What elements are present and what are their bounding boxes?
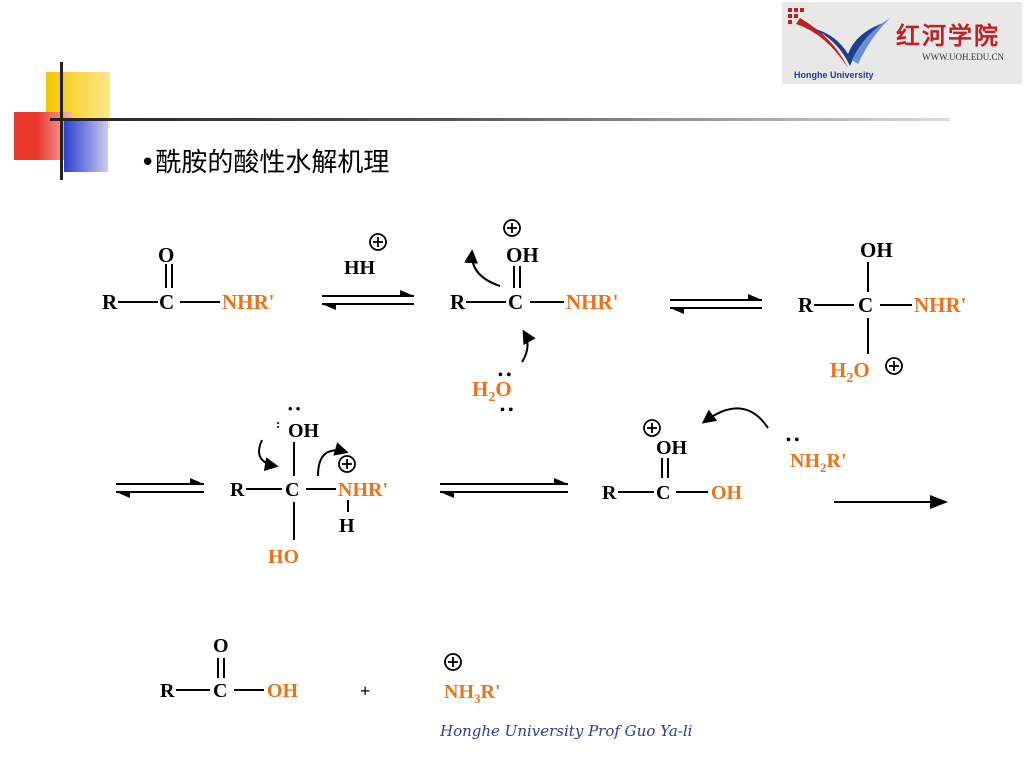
deco-horizontal-line (50, 118, 950, 121)
carboxylic-acid-product: O R C OH (160, 635, 299, 702)
hydroxyl-label: OH (656, 437, 688, 459)
attack-arrow-icon (521, 329, 536, 363)
hydrogen-label: H (339, 515, 355, 537)
lone-pair-icon: • • (498, 368, 511, 383)
hydroxyl-label: OH (267, 680, 299, 702)
electron-arrow-icon (258, 439, 279, 472)
carbon-label: C (285, 479, 299, 501)
protonated-amide: OH R C NHR' • • H2O • • (450, 219, 619, 418)
carbon-label: C (656, 482, 670, 504)
hydroxyl-label: OH (288, 420, 320, 442)
logo-english-name: Honghe University (794, 70, 874, 80)
r-group-label: R (230, 479, 245, 501)
water-label: H2O (472, 377, 512, 405)
page-title: •酰胺的酸性水解机理 (140, 142, 389, 179)
equilibrium-arrow-2 (670, 294, 762, 314)
footer-credit: Honghe University Prof Guo Ya-li (440, 722, 693, 740)
positive-charge-icon (338, 455, 356, 473)
oxygen-label: O (158, 243, 174, 267)
positive-charge-icon (444, 653, 462, 671)
hydrogen-label: HH (344, 257, 376, 279)
plus-sign: + (360, 681, 370, 701)
title-text: 酰胺的酸性水解机理 (155, 148, 390, 178)
title-bullet: • (140, 148, 156, 178)
lone-pair-icon: • • (786, 433, 799, 448)
equilibrium-arrow-1 (322, 290, 414, 310)
deco-blue-block (64, 120, 108, 172)
positive-charge-icon (643, 419, 661, 437)
hydroxyl-label: OH (711, 482, 743, 504)
lone-pair-icon: • • (288, 401, 301, 416)
amine-group-label: NHR' (566, 290, 619, 314)
hydroxyl-label: OH (860, 238, 893, 262)
equilibrium-arrow-4 (440, 478, 568, 498)
amine-group-label: NHR' (338, 479, 388, 501)
hydroxyl-label: HO (268, 546, 299, 568)
electron-arrow-icon (464, 249, 501, 287)
positive-charge-icon (885, 357, 903, 375)
water-label: H2O (830, 358, 870, 386)
ammonium-product: NH3R' (444, 653, 501, 706)
electron-arrow-icon (701, 407, 769, 429)
amine-group-label: NHR' (222, 290, 275, 314)
r-group-label: R (798, 293, 814, 317)
carbon-label: C (858, 293, 873, 317)
carbon-label: C (159, 290, 174, 314)
equilibrium-arrow-3 (116, 478, 204, 498)
protonated-acid: OH R C OH • • NH2R' (602, 407, 847, 504)
amide-reactant: R C O NHR' (102, 243, 275, 314)
r-group-label: R (450, 290, 466, 314)
electron-arrow-icon (317, 442, 349, 477)
forward-arrow (834, 495, 948, 509)
r-group-label: R (602, 482, 617, 504)
logo-chinese-name: 红河学院 (896, 21, 1000, 50)
lone-pair-icon: • • (500, 403, 513, 418)
lone-pair-icon: : (276, 416, 280, 431)
deco-vertical-line (60, 62, 63, 180)
carbon-label: C (213, 680, 227, 702)
hydroxyl-label: OH (506, 243, 539, 267)
tetrahedral-intermediate: OH R C NHR' H2O (798, 238, 967, 386)
amine-leaving-label: NH2R' (790, 450, 847, 475)
r-group-label: R (102, 290, 118, 314)
acid-reagent: HH (344, 233, 387, 279)
positive-charge-icon (503, 219, 521, 237)
logo-emblem (788, 8, 890, 68)
logo-url: WWW.UOH.EDU.CN (922, 52, 1004, 62)
r-group-label: R (160, 680, 175, 702)
oxygen-label: O (213, 635, 229, 657)
proton-transfer-intermediate: • • : OH R C NHR' H HO (230, 401, 388, 568)
university-logo: 红河学院 WWW.UOH.EDU.CN Honghe University (782, 2, 1022, 84)
positive-charge-icon (369, 233, 387, 251)
carbon-label: C (508, 290, 523, 314)
ammonium-label: NH3R' (444, 681, 501, 706)
amine-group-label: NHR' (914, 293, 967, 317)
